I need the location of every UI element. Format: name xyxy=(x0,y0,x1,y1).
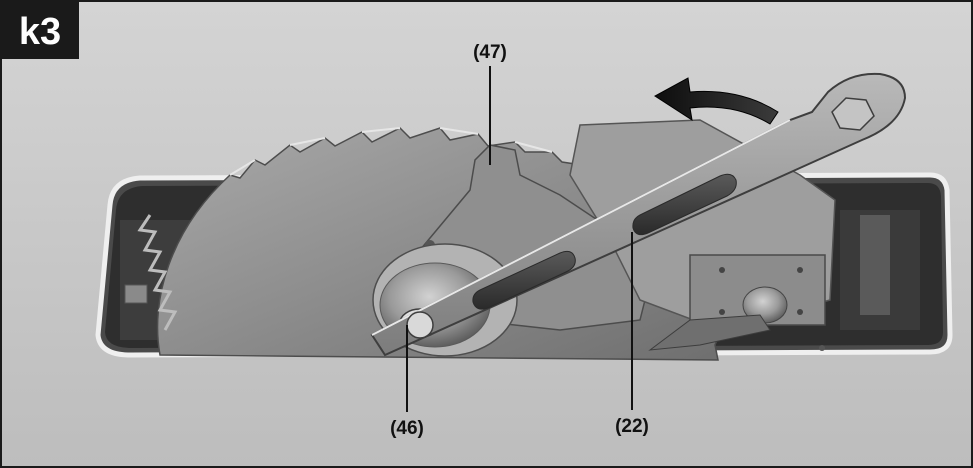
figure-tag: k3 xyxy=(1,1,79,59)
figure-tag-label: k3 xyxy=(19,11,61,53)
rotation-arrow xyxy=(654,77,779,125)
motor-mount xyxy=(648,254,826,351)
callout-47: (47) xyxy=(473,42,507,63)
wrench xyxy=(370,72,907,357)
callout-22: (22) xyxy=(615,416,649,437)
callout-46: (46) xyxy=(390,418,424,439)
